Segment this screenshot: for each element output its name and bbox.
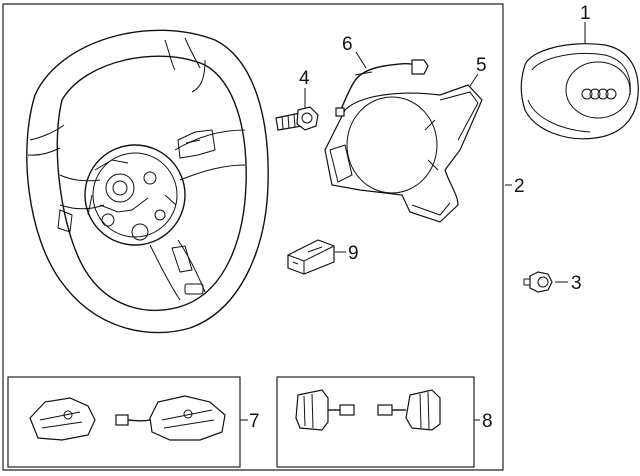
paddle-switch-right[interactable] (377, 389, 441, 431)
trim-cover[interactable] (324, 84, 483, 223)
paddle-switch-left[interactable] (295, 389, 355, 431)
wiring-harness[interactable] (335, 59, 429, 117)
callout-9: 9 (348, 243, 359, 264)
switch-box-7 (7, 376, 241, 468)
multifunction-switch-left[interactable] (29, 397, 96, 441)
bolt-3[interactable] (523, 271, 553, 293)
callout-5: 5 (476, 55, 487, 76)
multifunction-switch-right[interactable] (115, 395, 226, 441)
assembly-frame (2, 3, 504, 471)
callout-3: 3 (571, 273, 582, 294)
callout-8: 8 (482, 411, 493, 432)
connector-9[interactable] (287, 239, 335, 275)
callout-1: 1 (580, 3, 591, 24)
four-rings-logo (581, 88, 617, 100)
callout-2: 2 (514, 176, 525, 197)
switch-box-8 (276, 376, 475, 468)
callout-6: 6 (342, 34, 353, 55)
steering-wheel[interactable] (26, 29, 269, 334)
airbag-module[interactable] (520, 43, 639, 140)
leader-lines (240, 22, 586, 421)
callout-7: 7 (249, 411, 260, 432)
bolt-4[interactable] (275, 106, 319, 131)
callout-4: 4 (299, 68, 310, 89)
